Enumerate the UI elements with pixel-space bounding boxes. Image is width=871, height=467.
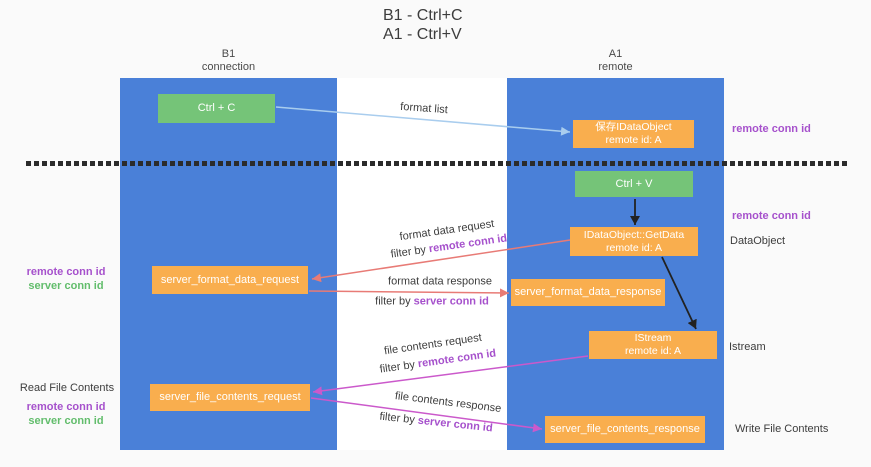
node-server-file-contents-response: server_file_contents_response xyxy=(545,416,705,443)
node-idataobject-getdata: IDataObject::GetData remote id: A xyxy=(570,227,698,256)
lane-b1-title: B1 xyxy=(221,48,236,60)
lane-a1-subtitle: remote xyxy=(598,61,633,73)
label-write-file-contents: Write File Contents xyxy=(735,423,829,435)
node-format-request-label: server_format_data_request xyxy=(160,273,300,286)
label-istream: Istream xyxy=(729,341,766,353)
flow-label-format-data-response: format data response xyxy=(388,275,492,288)
node-file-response-label: server_file_contents_response xyxy=(550,423,700,435)
filter-by-text: filter by xyxy=(375,295,414,308)
node-save-dataobject-line2: remote id: A xyxy=(605,134,662,146)
diagram-title: B1 - Ctrl+C A1 - Ctrl+V xyxy=(383,6,463,44)
label-left-server-conn-id-2: server conn id xyxy=(28,415,104,427)
label-remote-conn-id-mid: remote conn id xyxy=(732,210,811,222)
node-server-file-contents-request: server_file_contents_request xyxy=(150,384,310,411)
node-file-request-label: server_file_contents_request xyxy=(159,391,301,403)
lane-a1-title: A1 xyxy=(608,48,623,60)
title-line-1: B1 - Ctrl+C xyxy=(383,7,463,24)
label-left-remote-conn-id-2: remote conn id xyxy=(26,401,106,413)
label-dataobject: DataObject xyxy=(730,235,786,247)
label-left-remote-conn-id-1: remote conn id xyxy=(26,266,106,278)
node-istream: IStream remote id: A xyxy=(589,331,717,359)
node-ctrl-v-label: Ctrl + V xyxy=(615,177,653,190)
node-save-dataobject: 保存IDataObject remote id: A xyxy=(573,120,694,148)
node-format-response-label: server_format_data_response xyxy=(514,286,662,298)
node-server-format-data-response: server_format_data_response xyxy=(511,279,665,306)
node-ctrl-c: Ctrl + C xyxy=(158,94,275,123)
title-line-2: A1 - Ctrl+V xyxy=(383,26,462,43)
node-save-dataobject-line1: 保存IDataObject xyxy=(595,121,672,133)
lane-b1-subtitle: connection xyxy=(201,61,256,73)
lane-header-a1: A1 remote xyxy=(507,48,724,74)
node-getdata-line2: remote id: A xyxy=(605,241,663,254)
node-istream-line1: IStream xyxy=(634,332,672,344)
node-ctrl-v: Ctrl + V xyxy=(575,171,693,197)
label-read-file-contents: Read File Contents xyxy=(19,382,115,394)
filter-server-conn-id: server conn id xyxy=(413,295,489,308)
label-remote-conn-id-top: remote conn id xyxy=(732,123,811,135)
node-ctrl-c-label: Ctrl + C xyxy=(197,102,236,114)
label-left-server-conn-id-1: server conn id xyxy=(28,280,104,292)
node-istream-line2: remote id: A xyxy=(624,345,682,357)
flow-label-filter-server-1: filter by server conn id xyxy=(375,296,489,309)
node-getdata-line1: IDataObject::GetData xyxy=(583,228,685,241)
node-server-format-data-request: server_format_data_request xyxy=(152,266,308,294)
lane-header-b1: B1 connection xyxy=(120,48,337,74)
